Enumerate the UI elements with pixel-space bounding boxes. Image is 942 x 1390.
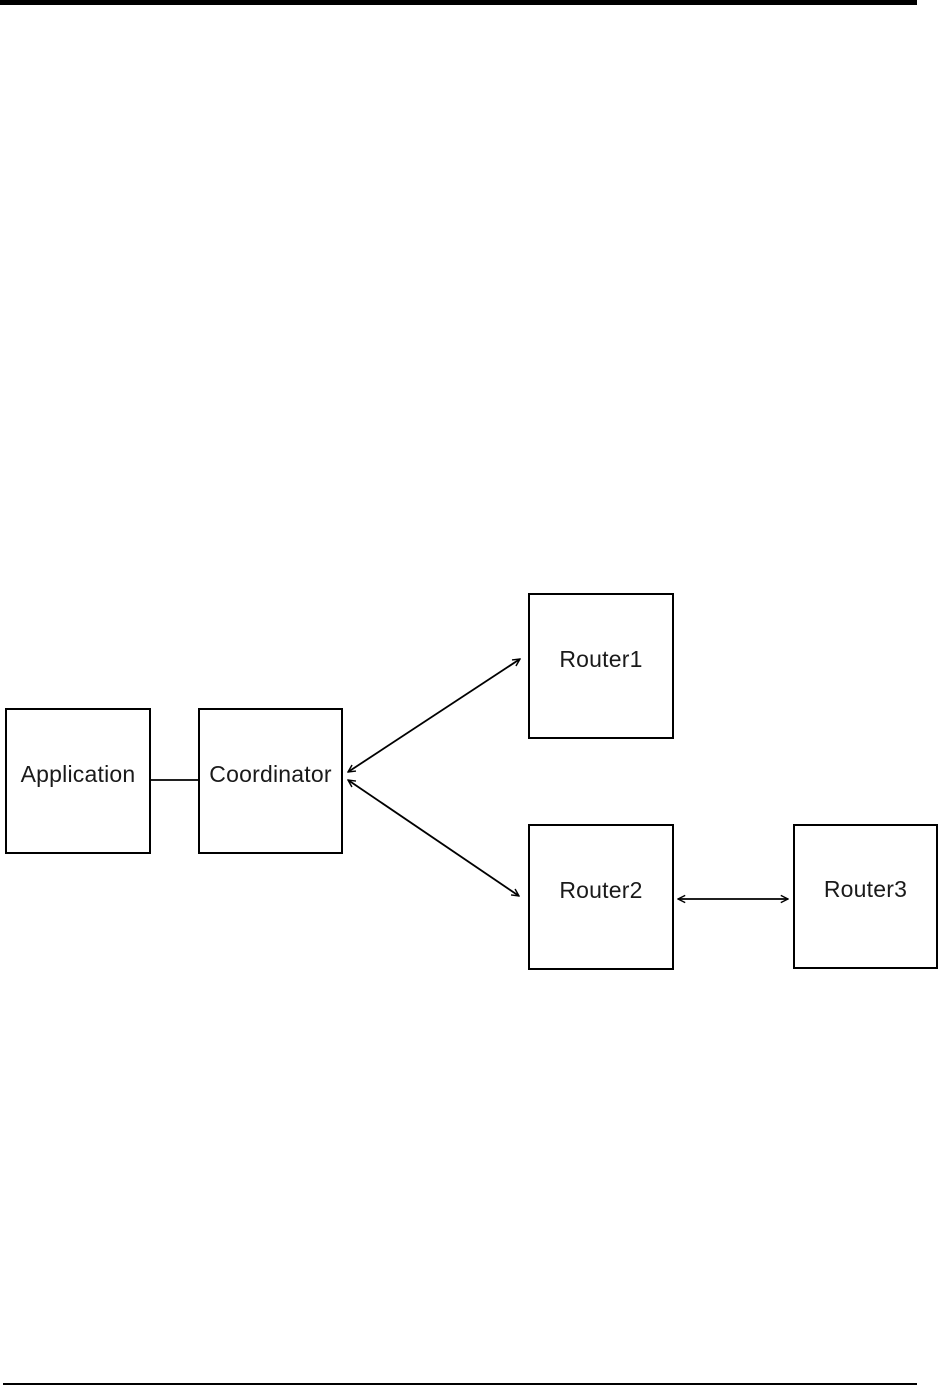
node-label-application: Application (20, 760, 136, 787)
page-bottom-rule (3, 1383, 917, 1385)
node-router1: Router1 (528, 593, 674, 739)
node-router3: Router3 (793, 824, 938, 969)
node-coordinator: Coordinator (198, 708, 343, 854)
node-label-router1: Router1 (559, 645, 643, 672)
node-label-router3: Router3 (823, 876, 908, 902)
edge-coordinator-router1 (348, 659, 520, 772)
node-application: Application (5, 708, 151, 854)
node-label-router2: Router2 (559, 876, 643, 903)
node-router2: Router2 (528, 824, 674, 970)
edge-coordinator-router2 (348, 780, 519, 896)
page-top-bar (0, 0, 917, 5)
node-label-coordinator: Coordinator (209, 760, 332, 787)
